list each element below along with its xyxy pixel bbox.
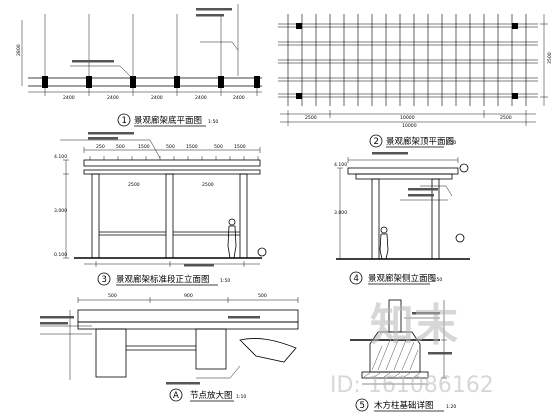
drawing-5-title: 5 木方柱基础详图 1:20: [355, 398, 456, 412]
elev4-human-figure: [379, 226, 389, 260]
drawing-2-name: 景观廊架顶平面图: [386, 136, 454, 147]
plan1-dim-3: 2400: [151, 95, 163, 101]
detail-a-dim-3: 500: [258, 293, 267, 299]
drawing-3-number: 3: [102, 275, 107, 285]
plan1-side-dim: 2800: [16, 44, 22, 56]
drawing-3-scale: 1:50: [220, 278, 230, 284]
drawing-a-name: 节点放大图: [190, 390, 233, 401]
elev3-dim-0: 250: [96, 144, 105, 150]
elev3-level-top: 4.100: [54, 154, 67, 160]
drawing-3-front-elevation: 250 500 1500 500 1500 500 1500 2500 2500…: [54, 132, 267, 286]
drawing-5-foundation-detail: 5 木方柱基础详图 1:20: [350, 299, 456, 412]
drawing-4-side-elevation: 4.100 3.000 4 景观廊架侧立面图 1:50: [334, 152, 470, 285]
drawing-1-number: 1: [122, 116, 127, 126]
drawing-2-top-plan: 2500 10000 2500 10000 3500 2 景观廊架顶平面图 1:…: [278, 14, 553, 148]
elev3-dim-3: 500: [166, 144, 175, 150]
elev4-section-marker-bottom: [455, 233, 465, 243]
drawing-2-number: 2: [374, 137, 379, 147]
elev4-level-mid: 3.000: [334, 210, 347, 216]
elev3-level-mid: 3.000: [54, 208, 67, 214]
drawing-3-name: 景观廊架标准段正立面图: [116, 274, 210, 285]
plan1-dim-5: 2400: [233, 95, 245, 101]
elev3-dim-6: 1500: [234, 144, 246, 150]
elev4-annotations: [372, 152, 438, 197]
drawing-1-title: 1 景观廊架底平面图 1:50: [117, 113, 218, 127]
detail-a-bracket: [239, 338, 297, 363]
plan2-side-dim: 3500: [547, 52, 553, 64]
detail-a-annotations: [40, 316, 260, 385]
plan1-dim-1: 2400: [63, 95, 75, 101]
elev4-level-top: 4.100: [334, 162, 347, 168]
watermark-logo: 知末: [370, 300, 458, 351]
detail-a-dim-2: 900: [184, 293, 193, 299]
elev3-dim-labels: 250 500 1500 500 1500 500 1500 2500 2500…: [54, 144, 246, 258]
plan1-dim-2: 2400: [107, 95, 119, 101]
plan1-columns: [42, 76, 260, 88]
plan2-dim-right: 2500: [500, 115, 512, 121]
drawing-a-title: A 节点放大图 1:10: [169, 388, 246, 402]
foundation-hatch: [363, 339, 421, 378]
elev3-dim-1: 500: [116, 144, 125, 150]
drawing-1-name: 景观廊架底平面图: [134, 115, 202, 126]
drawing-3-title: 3 景观廊架标准段正立面图 1:50: [97, 272, 230, 286]
elev3-section-marker: [257, 247, 267, 257]
drawing-2-scale: 1:50: [446, 140, 456, 146]
watermark: 知末 ID: 161086162: [330, 300, 494, 398]
elev3-span-1: 2500: [128, 182, 140, 188]
drawing-4-number: 4: [354, 274, 359, 284]
elev3-human-figure: [227, 218, 237, 259]
plan2-posts: [296, 23, 518, 99]
drawing-5-number: 5: [360, 401, 365, 411]
elev3-dim-5: 500: [214, 144, 223, 150]
plan2-dim-labels: 2500 10000 2500 10000 3500: [305, 52, 553, 129]
elev3-level-ground: 0.100: [54, 252, 67, 258]
elev3-dim-2: 1500: [138, 144, 150, 150]
drawing-4-title: 4 景观廊架侧立面图 1:50: [349, 271, 442, 285]
elev3-span-2: 2500: [202, 182, 214, 188]
drawing-2-title: 2 景观廊架顶平面图 1:50: [369, 134, 456, 148]
drawing-1-scale: 1:50: [208, 119, 218, 125]
plan2-dim-total: 10000: [402, 123, 417, 129]
drawing-1-bottom-plan: 2400 2400 2400 2400 2400 2800 1 景观廊架底平面图…: [16, 4, 262, 127]
drawing-5-name: 木方柱基础详图: [374, 400, 434, 411]
drawing-a-number: A: [173, 391, 179, 401]
plan1-dim-labels: 2400 2400 2400 2400 2400 2800: [16, 44, 245, 101]
drawing-4-name: 景观廊架侧立面图: [368, 273, 436, 284]
plan2-beams: [278, 23, 538, 98]
detail-a-dim-1: 500: [108, 293, 117, 299]
plan2-dim-mid: 10000: [400, 115, 415, 121]
elev3-annotations: [88, 132, 214, 267]
watermark-id: ID: 161086162: [330, 373, 494, 398]
drawing-4-scale: 1:50: [432, 277, 442, 283]
drawing-5-scale: 1:20: [446, 404, 456, 410]
drawing-a-node-detail: 500 900 500 A 节点放大图 1:10: [40, 293, 299, 402]
plan1-annotations: [72, 8, 232, 63]
detail-5-annotations: [412, 312, 452, 355]
elev3-dim-4: 1500: [186, 144, 198, 150]
plan2-dim-left: 2500: [305, 115, 317, 121]
plan1-dim-4: 2400: [195, 95, 207, 101]
drawing-a-scale: 1:10: [236, 394, 246, 400]
elev4-section-marker-top: [459, 163, 469, 173]
